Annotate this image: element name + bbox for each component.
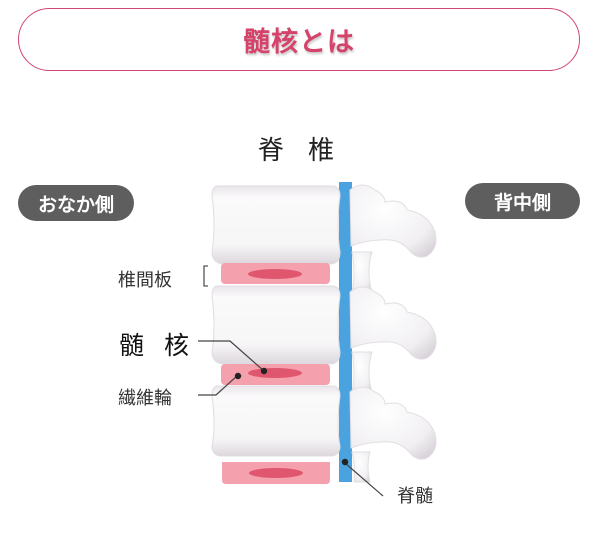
leader-dots: [234, 367, 349, 466]
disc-bracket: [203, 265, 208, 287]
page-title: 髄核とは: [243, 27, 355, 58]
label-spinal-cord: 脊髄: [397, 486, 433, 507]
vertebral-bodies: [211, 185, 341, 457]
leader-lines: [198, 340, 384, 497]
back-side-badge: 背中側: [465, 183, 580, 219]
intervertebral-discs: [221, 263, 330, 484]
label-annulus-fibrosus: 繊維輪: [118, 388, 172, 409]
label-nucleus-pulposus: 髄 核: [119, 331, 195, 360]
title-banner: 髄核とは: [18, 8, 580, 71]
vertebra-processes: [349, 184, 437, 483]
spinal-cord: [339, 182, 352, 482]
diagram-title: 脊 椎: [257, 136, 343, 166]
label-intervertebral-disc: 椎間板: [118, 270, 172, 291]
front-side-badge: おなか側: [18, 185, 134, 221]
